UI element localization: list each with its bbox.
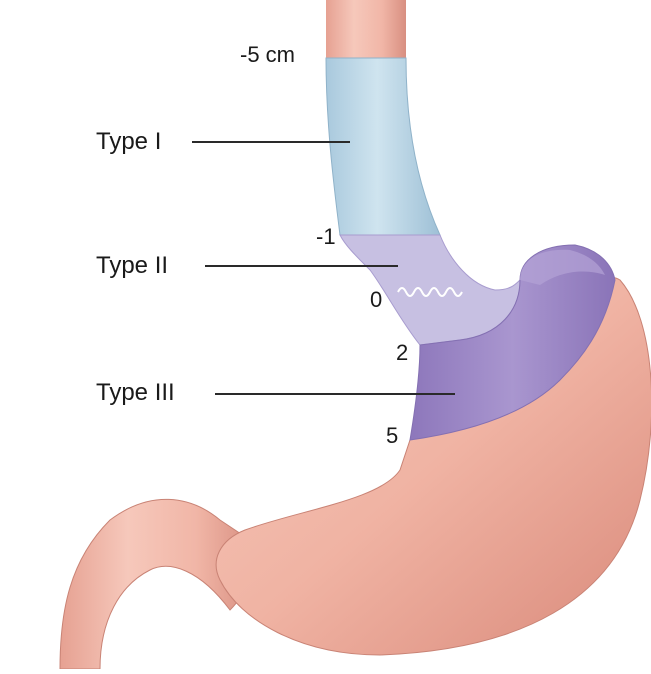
- type-i-label: Type I: [96, 130, 161, 154]
- type-iii-label: Type III: [96, 381, 175, 405]
- esophagus-type-i-region: [326, 58, 440, 235]
- marker-2: 2: [396, 342, 408, 364]
- esophagus-upper: [326, 0, 406, 58]
- marker-minus-1: -1: [316, 226, 336, 248]
- marker-0: 0: [370, 289, 382, 311]
- type-ii-label: Type II: [96, 254, 168, 278]
- marker-minus-5-cm: -5 cm: [240, 44, 295, 66]
- marker-5: 5: [386, 425, 398, 447]
